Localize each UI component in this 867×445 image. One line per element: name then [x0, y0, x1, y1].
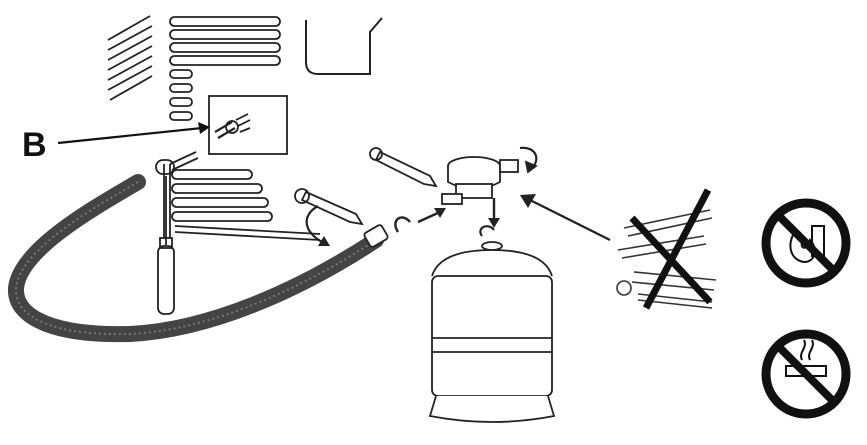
gas-inlet-connector-icon — [208, 95, 288, 155]
connect-arrow — [417, 210, 441, 224]
callout-label-b: B — [22, 126, 47, 164]
gas-hose-icon — [8, 174, 384, 343]
screwdriver-icon — [155, 151, 199, 315]
fridge-corner-bracket-icon — [305, 17, 383, 75]
hose-wrench-icon — [294, 188, 364, 226]
no-open-flame-sign-icon — [761, 198, 851, 288]
warning-arrow — [529, 199, 611, 241]
rotate-arrowhead — [318, 236, 330, 246]
callout-b-leader — [57, 122, 210, 145]
no-smoking-sign-icon — [761, 329, 851, 419]
fridge-rear-grille-icon — [107, 15, 321, 241]
crossed-pliers-wrenches-icon — [616, 188, 717, 310]
hose-end-nut — [363, 224, 389, 248]
wrench-icon — [369, 147, 438, 188]
cylinder-hook-arrow — [479, 225, 495, 237]
hook-arrow-icon — [394, 216, 411, 233]
hose-texture — [14, 181, 377, 336]
pressure-regulator-icon — [441, 146, 538, 205]
gas-cylinder-icon — [428, 241, 556, 423]
